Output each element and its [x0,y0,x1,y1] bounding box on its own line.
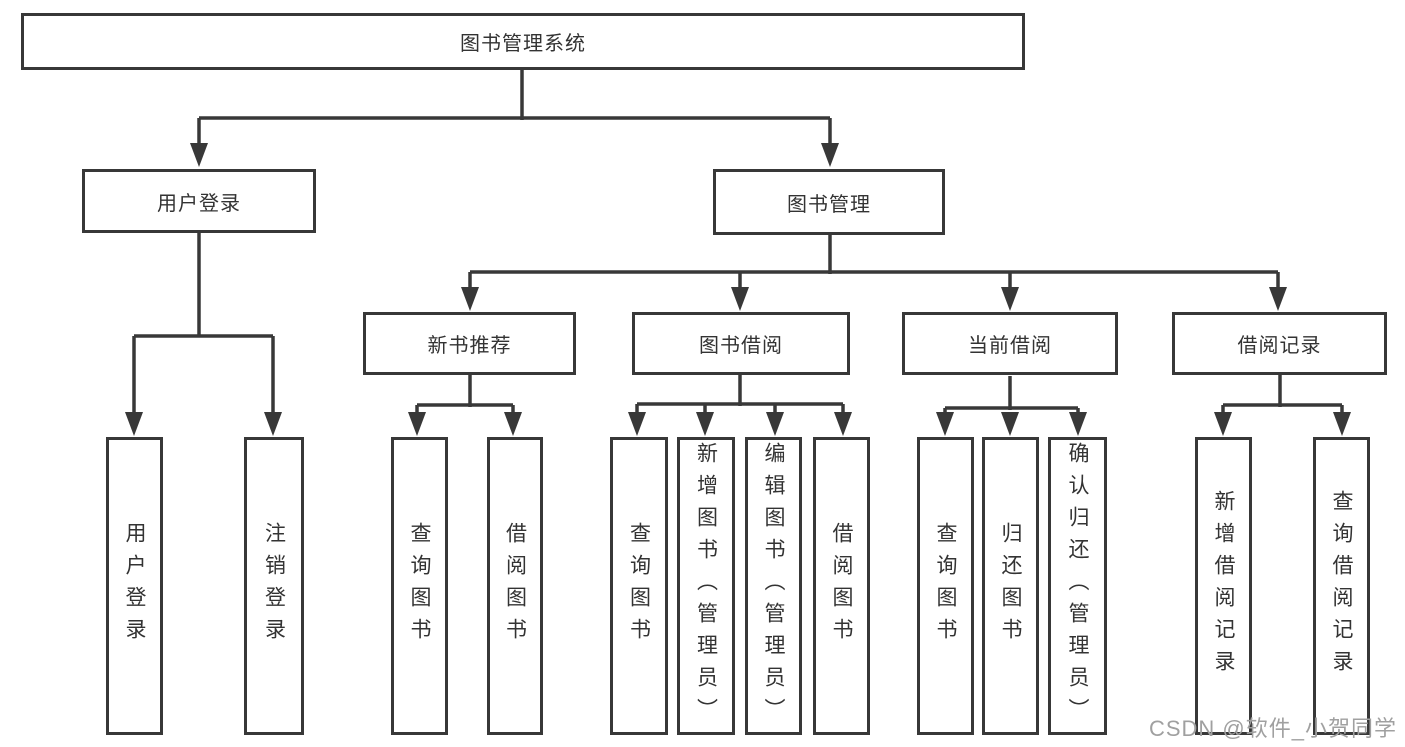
node-root: 图书管理系统 [21,13,1025,70]
leaf-query-book-3: 查询图书 [917,437,974,735]
node-new-book-recommend: 新书推荐 [363,312,576,375]
leaf-query-book-3-label: 查询图书 [934,522,957,650]
leaf-edit-book-admin: 编辑图书（管理员） [745,437,802,735]
leaf-logout-label: 注销登录 [262,522,286,650]
leaf-add-book-admin-label: 新增图书（管理员） [694,442,718,730]
leaf-borrow-book-2: 借阅图书 [813,437,870,735]
leaf-logout: 注销登录 [244,437,304,735]
csdn-watermark: CSDN @软件_小贺同学 [1148,716,1397,741]
leaf-confirm-return-admin-label: 确认归还（管理员） [1066,442,1089,730]
node-new-book-recommend-label: 新书推荐 [427,335,512,357]
leaf-add-borrow-record-label: 新增借阅记录 [1212,490,1235,682]
leaf-user-login-label: 用户登录 [123,522,146,650]
node-root-label: 图书管理系统 [460,33,586,55]
leaf-edit-book-admin-label: 编辑图书（管理员） [762,442,785,730]
leaf-borrow-book-2-label: 借阅图书 [830,522,853,650]
node-borrow-record: 借阅记录 [1172,312,1387,375]
leaf-borrow-book-1: 借阅图书 [487,437,543,735]
node-book-borrow: 图书借阅 [632,312,850,375]
node-borrow-record-label: 借阅记录 [1237,335,1322,357]
leaf-query-book-2: 查询图书 [610,437,668,735]
leaf-user-login: 用户登录 [106,437,163,735]
leaf-confirm-return-admin: 确认归还（管理员） [1048,437,1107,735]
leaf-add-borrow-record: 新增借阅记录 [1195,437,1252,735]
leaf-query-borrow-record: 查询借阅记录 [1313,437,1370,735]
node-book-management: 图书管理 [713,169,945,235]
node-current-borrow-label: 当前借阅 [968,335,1052,357]
arrowhead-icons [125,143,1351,436]
leaf-return-book: 归还图书 [982,437,1039,735]
leaf-query-book-2-label: 查询图书 [627,522,651,650]
node-user-login-label: 用户登录 [157,192,241,215]
node-book-management-label: 图书管理 [787,193,871,216]
leaf-add-book-admin: 新增图书（管理员） [677,437,735,735]
tree-edges [132,70,1344,414]
leaf-query-borrow-record-label: 查询借阅记录 [1330,490,1353,682]
leaf-borrow-book-1-label: 借阅图书 [503,522,527,650]
node-book-borrow-label: 图书借阅 [699,335,783,357]
leaf-query-book-1: 查询图书 [391,437,448,735]
node-user-login: 用户登录 [82,169,316,233]
node-current-borrow: 当前借阅 [902,312,1118,375]
leaf-query-book-1-label: 查询图书 [408,522,431,650]
leaf-return-book-label: 归还图书 [999,522,1022,650]
